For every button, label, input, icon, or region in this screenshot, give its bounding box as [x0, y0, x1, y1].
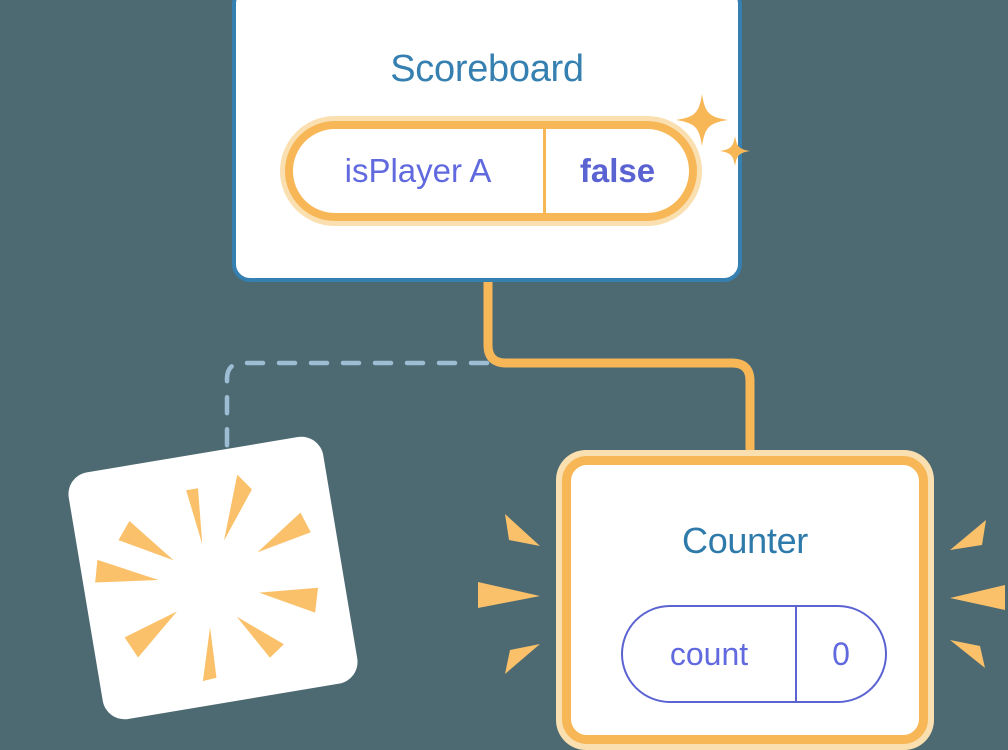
burst-ray-nw	[118, 521, 174, 561]
counter-ray-right-top	[950, 520, 986, 550]
counter-prop-key: count	[669, 635, 749, 672]
burst-ray-w	[95, 559, 159, 583]
counter-card[interactable]: Counter count 0	[556, 450, 934, 750]
burst-ray-sse	[236, 616, 284, 658]
counter-prop-pill[interactable]: count 0	[621, 605, 887, 703]
scoreboard-prop-key-cell: isPlayer A	[293, 129, 546, 213]
burst-rays	[95, 474, 319, 682]
burst-ray-ne	[223, 474, 252, 541]
burst-ray-sw	[124, 611, 178, 658]
burst-ray-n	[186, 488, 203, 545]
counter-ray-right-bottom	[950, 640, 985, 668]
scoreboard-card[interactable]: Scoreboard isPlayer A false	[232, 0, 742, 282]
burst-ray-se	[259, 587, 319, 613]
counter-prop-key-cell: count	[623, 607, 797, 701]
burst-card[interactable]	[65, 433, 361, 723]
counter-ray-left-bottom	[505, 644, 540, 674]
counter-title: Counter	[682, 520, 808, 561]
dashed-connector-to-burst-card	[224, 297, 491, 473]
burst-ray-e	[257, 512, 311, 553]
scoreboard-prop-pill-inner: isPlayer A false	[285, 121, 697, 221]
scoreboard-prop-pill[interactable]: isPlayer A false	[280, 116, 702, 226]
scoreboard-prop-key: isPlayer A	[344, 152, 492, 189]
counter-prop-value-cell: 0	[797, 607, 885, 701]
orange-connector-scoreboard-to-counter	[483, 278, 755, 462]
counter-prop-value: 0	[832, 635, 850, 672]
counter-ray-left-top	[505, 514, 540, 546]
counter-card-inner: Counter count 0	[562, 456, 928, 744]
counter-ray-right-middle	[950, 585, 1005, 610]
scoreboard-prop-value: false	[579, 152, 656, 189]
counter-ray-left-middle	[478, 582, 540, 608]
scoreboard-prop-value-cell: false	[546, 129, 689, 213]
burst-ray-s	[202, 627, 217, 682]
scoreboard-title: Scoreboard	[390, 48, 584, 90]
